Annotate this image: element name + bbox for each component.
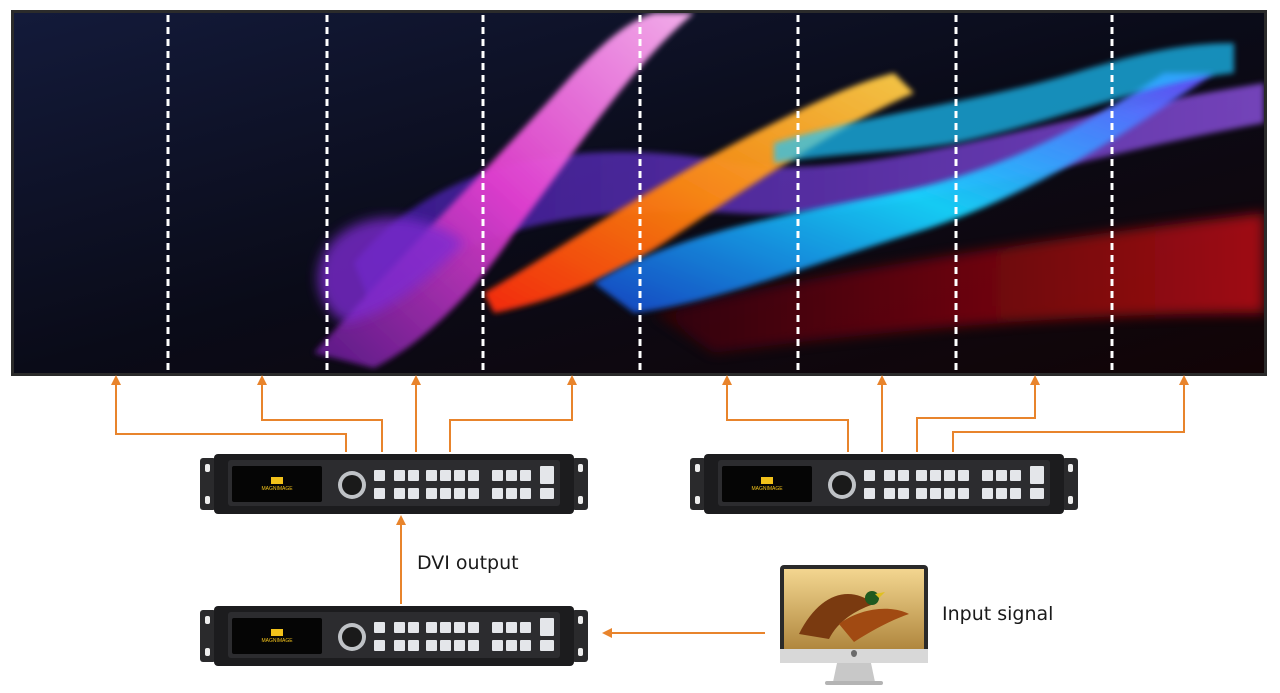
orange-arrow-icon bbox=[257, 375, 383, 452]
orange-arrow-icon bbox=[916, 375, 1040, 452]
orange-arrow-icon bbox=[722, 375, 849, 452]
video-processor: MAGNIMAGE bbox=[200, 606, 588, 666]
svg-text:MAGNIMAGE: MAGNIMAGE bbox=[751, 486, 783, 492]
led-video-wall bbox=[11, 10, 1267, 376]
svg-text:MAGNIMAGE: MAGNIMAGE bbox=[261, 638, 293, 644]
orange-arrow-icon bbox=[111, 375, 347, 452]
svg-text:MAGNIMAGE: MAGNIMAGE bbox=[261, 486, 293, 492]
orange-arrow-icon bbox=[449, 375, 577, 452]
abstract-wallpaper bbox=[14, 13, 1264, 373]
input-signal-label: Input signal bbox=[942, 603, 1054, 625]
dvi-output-label: DVI output bbox=[417, 552, 519, 574]
video-processor: MAGNIMAGE bbox=[200, 454, 588, 514]
video-processor: MAGNIMAGE bbox=[690, 454, 1078, 514]
imac-monitor-icon bbox=[780, 565, 928, 685]
orange-arrow-icon bbox=[952, 375, 1189, 452]
